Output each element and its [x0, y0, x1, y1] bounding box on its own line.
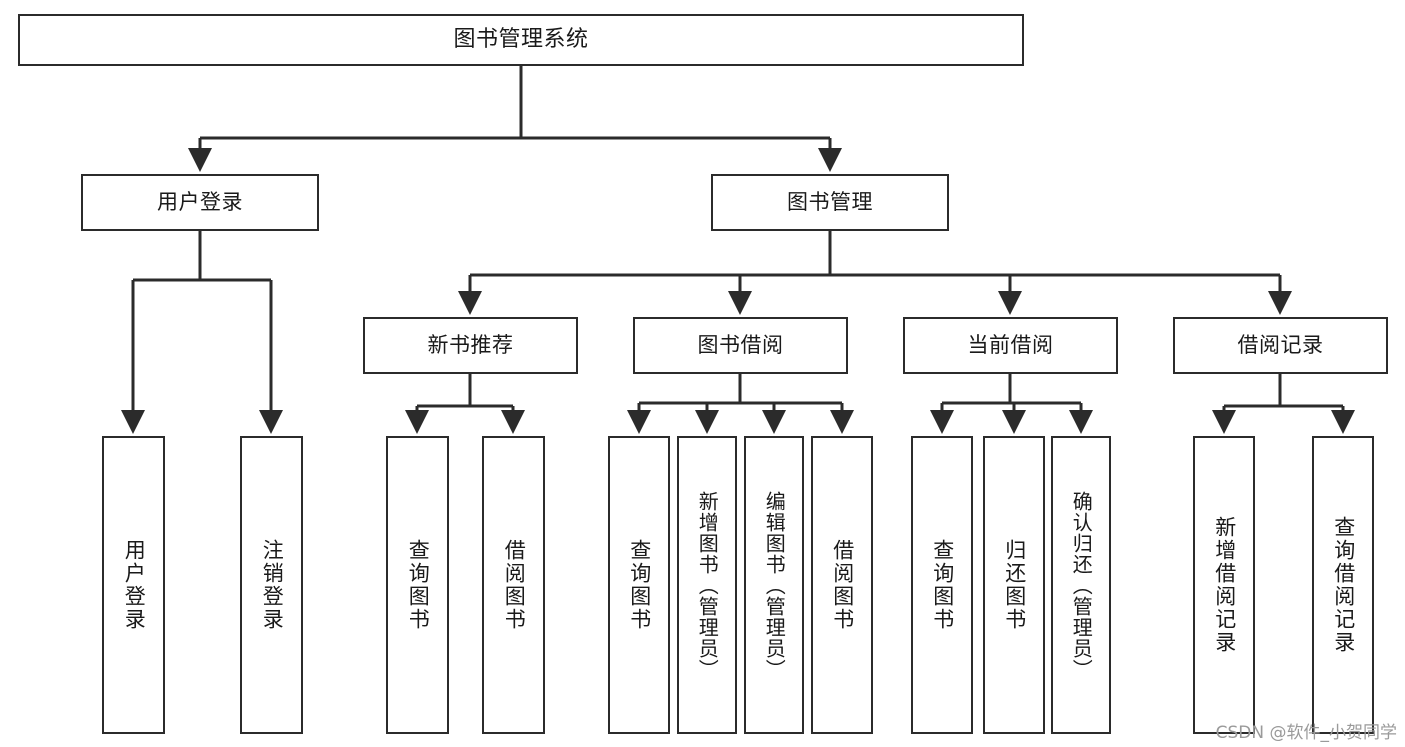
node-leaf-query-book-1-label: 查询图书: [406, 539, 431, 631]
node-leaf-confirm-return[interactable]: 确认归还（管理员）: [1051, 436, 1111, 734]
node-leaf-borrow-book-1[interactable]: 借阅图书: [482, 436, 545, 734]
node-leaf-query-book-3[interactable]: 查询图书: [911, 436, 973, 734]
node-book-borrow[interactable]: 图书借阅: [633, 317, 848, 374]
node-leaf-confirm-return-label: 确认归还（管理员）: [1069, 490, 1094, 680]
node-leaf-query-record[interactable]: 查询借阅记录: [1312, 436, 1374, 734]
node-leaf-edit-book[interactable]: 编辑图书（管理员）: [744, 436, 804, 734]
node-leaf-query-book-1[interactable]: 查询图书: [386, 436, 449, 734]
node-leaf-query-book-2[interactable]: 查询图书: [608, 436, 670, 734]
node-leaf-user-logout[interactable]: 注销登录: [240, 436, 303, 734]
node-leaf-user-login[interactable]: 用户登录: [102, 436, 165, 734]
node-leaf-add-record-label: 新增借阅记录: [1212, 516, 1237, 654]
node-user-login[interactable]: 用户登录: [81, 174, 319, 231]
node-leaf-return-book[interactable]: 归还图书: [983, 436, 1045, 734]
node-root[interactable]: 图书管理系统: [18, 14, 1024, 66]
node-leaf-query-book-3-label: 查询图书: [930, 539, 955, 631]
node-leaf-user-logout-label: 注销登录: [260, 539, 285, 631]
node-new-book-recommend-label: 新书推荐: [427, 333, 514, 358]
node-book-borrow-label: 图书借阅: [697, 333, 784, 358]
node-book-manage[interactable]: 图书管理: [711, 174, 949, 231]
node-leaf-query-book-2-label: 查询图书: [627, 539, 652, 631]
node-leaf-borrow-book-2-label: 借阅图书: [830, 539, 855, 631]
node-current-borrow-label: 当前借阅: [967, 333, 1054, 358]
node-root-label: 图书管理系统: [453, 27, 589, 53]
csdn-watermark: CSDN @软件_小贺同学: [1215, 723, 1397, 743]
node-leaf-borrow-book-2[interactable]: 借阅图书: [811, 436, 873, 734]
node-leaf-add-record[interactable]: 新增借阅记录: [1193, 436, 1255, 734]
node-current-borrow[interactable]: 当前借阅: [903, 317, 1118, 374]
node-leaf-edit-book-label: 编辑图书（管理员）: [762, 490, 787, 680]
node-borrow-record-label: 借阅记录: [1237, 333, 1324, 358]
node-leaf-return-book-label: 归还图书: [1002, 539, 1027, 631]
node-leaf-add-book[interactable]: 新增图书（管理员）: [677, 436, 737, 734]
node-user-login-label: 用户登录: [157, 190, 243, 215]
node-leaf-query-record-label: 查询借阅记录: [1331, 516, 1356, 654]
node-leaf-add-book-label: 新增图书（管理员）: [695, 490, 720, 680]
node-leaf-user-login-label: 用户登录: [122, 539, 147, 631]
node-borrow-record[interactable]: 借阅记录: [1173, 317, 1388, 374]
node-book-manage-label: 图书管理: [787, 190, 873, 215]
node-leaf-borrow-book-1-label: 借阅图书: [502, 539, 527, 631]
node-new-book-recommend[interactable]: 新书推荐: [363, 317, 578, 374]
